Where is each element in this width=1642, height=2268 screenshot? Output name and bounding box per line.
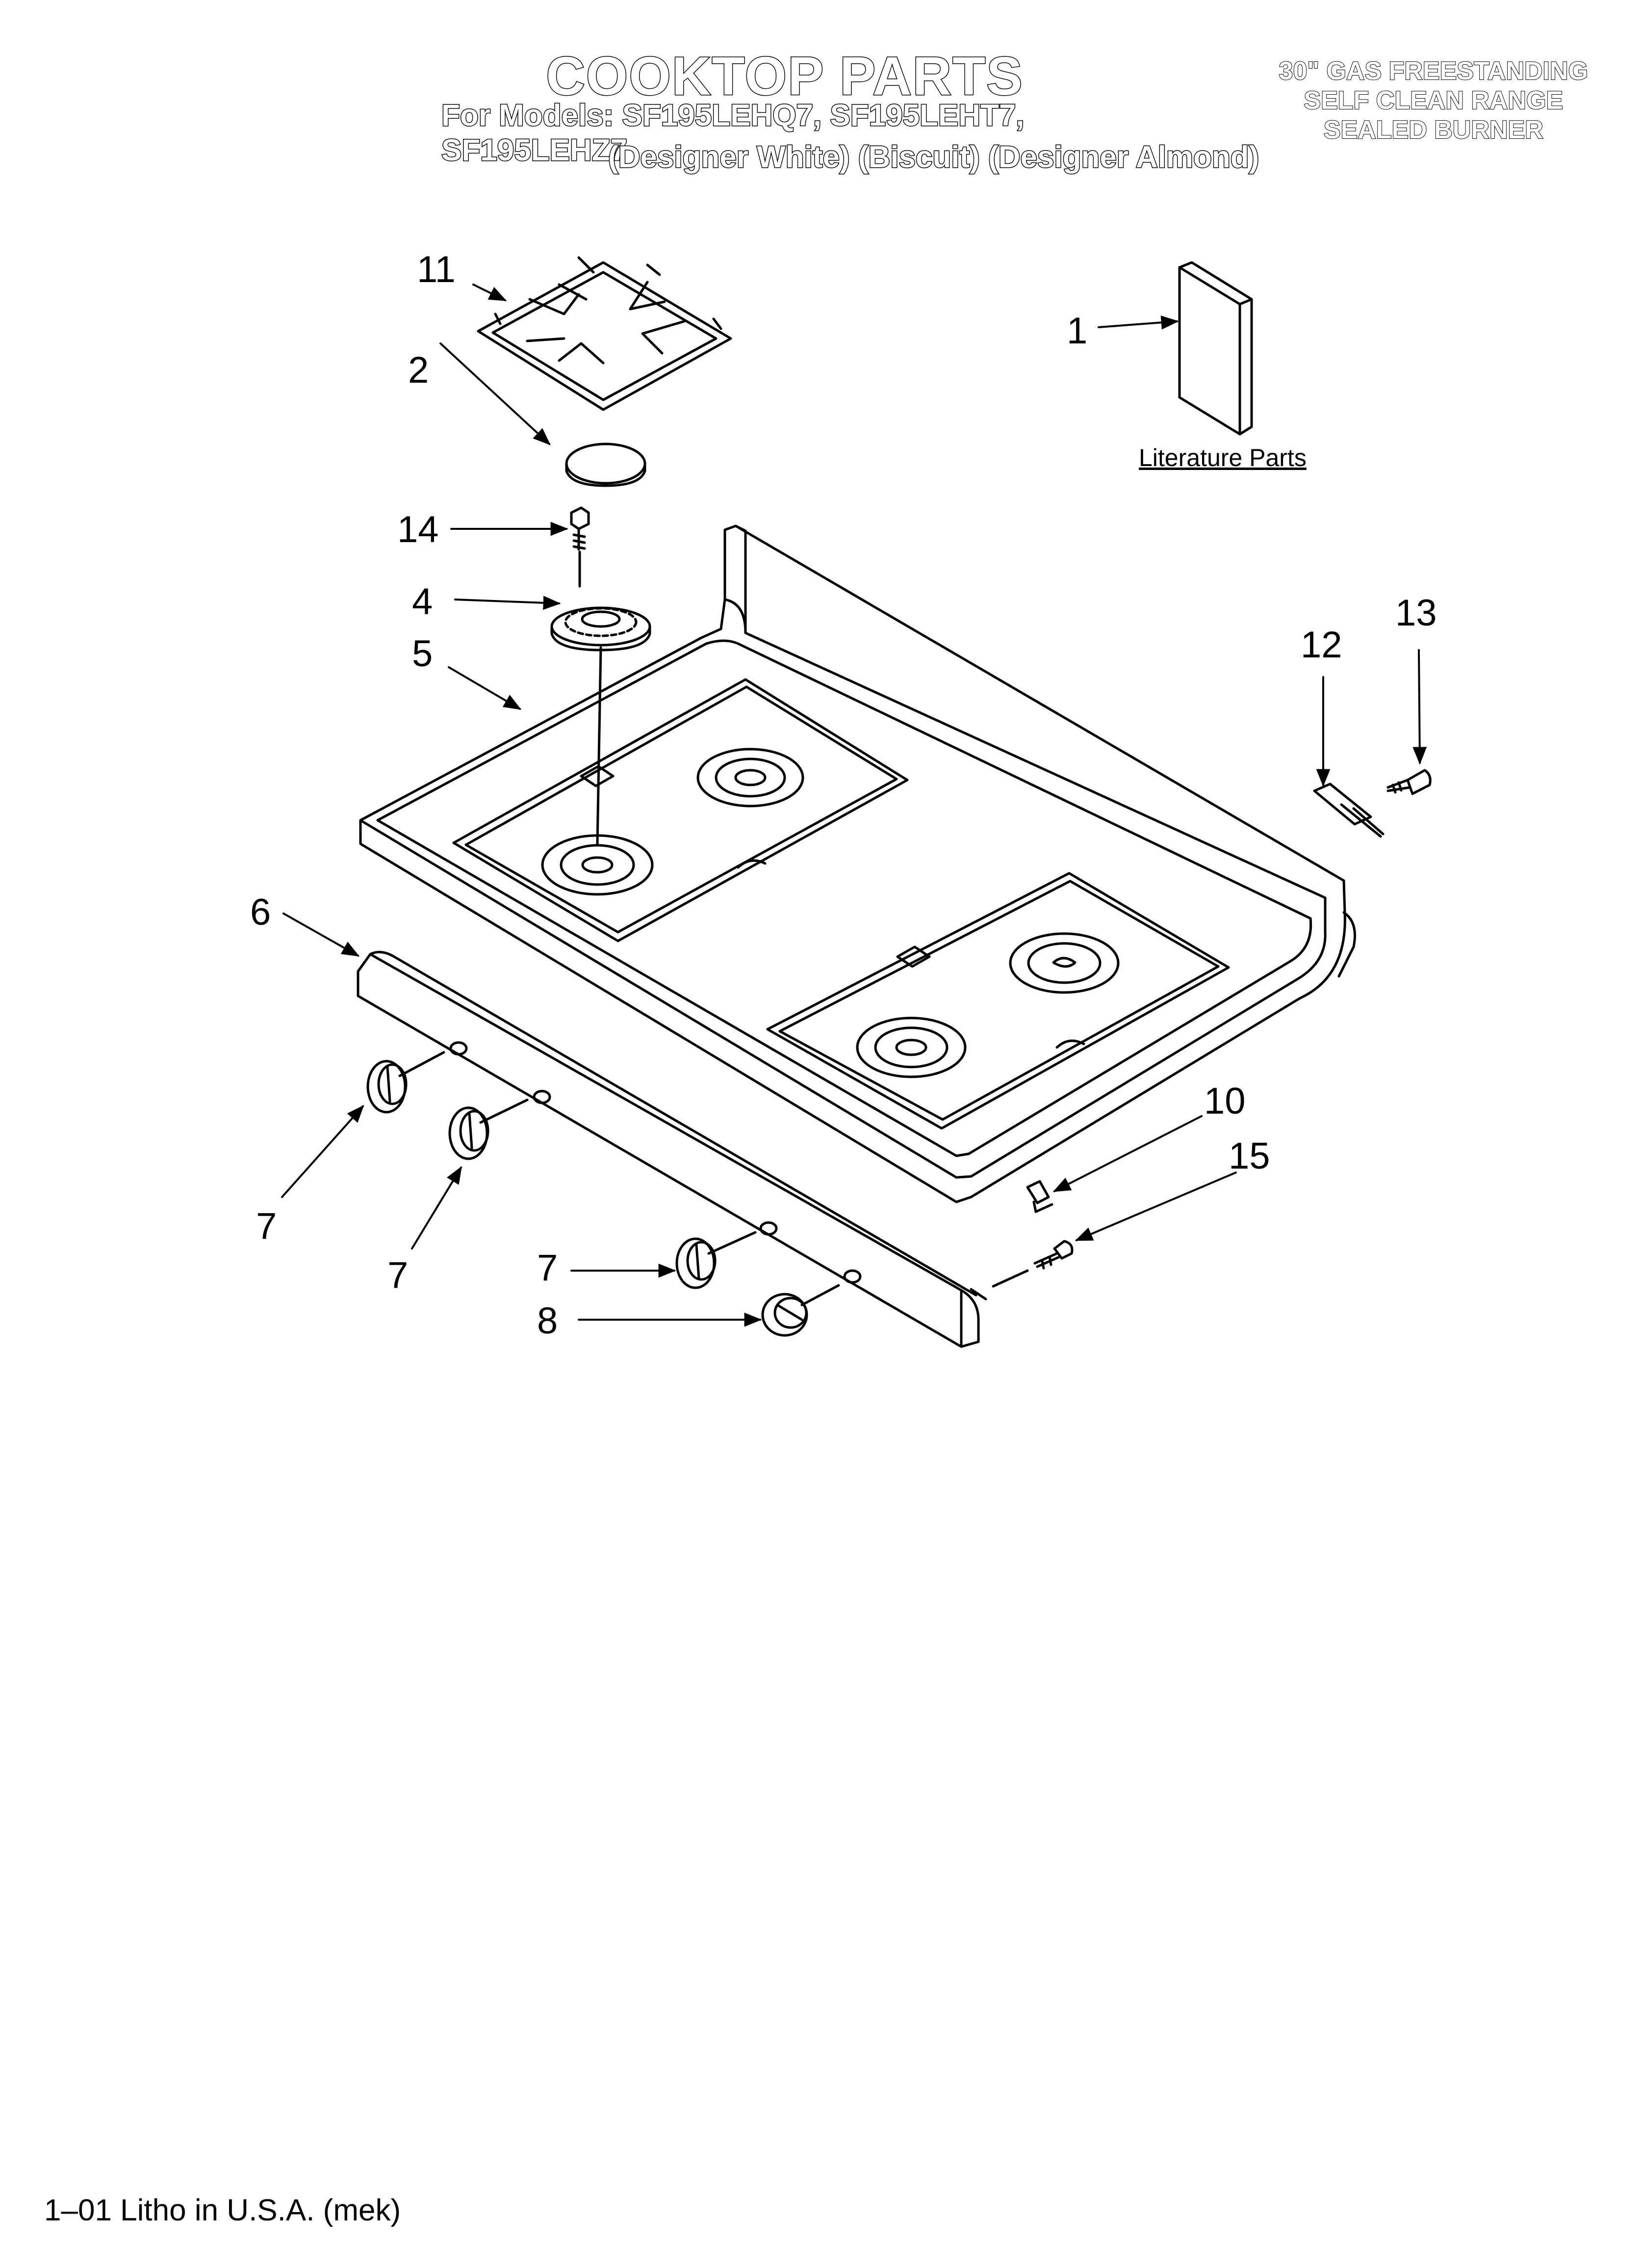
- cooktop-panel: [359, 524, 1356, 1203]
- burner-grate: [477, 256, 732, 411]
- callout-6: 6: [250, 891, 271, 933]
- callout-11: 11: [417, 249, 456, 290]
- callout-15: 15: [1229, 1135, 1270, 1177]
- callout-2: 2: [408, 349, 429, 391]
- bracket-12: [1313, 782, 1385, 838]
- callout-10: 10: [1204, 1080, 1246, 1122]
- callout-14: 14: [397, 509, 439, 550]
- page-title: COOKTOP PARTS: [545, 46, 1024, 107]
- literature-booklet: [1178, 261, 1253, 436]
- callout-13: 13: [1395, 592, 1437, 634]
- knob-7a: [366, 1051, 445, 1114]
- range-line-1: 30" GAS FREESTANDING: [1279, 56, 1589, 86]
- screw-14: [570, 506, 590, 588]
- literature-parts-label: Literature Parts: [1139, 444, 1307, 471]
- range-line-3: SEALED BURNER: [1323, 115, 1544, 145]
- callout-7c: 7: [537, 1247, 558, 1289]
- callout-7a: 7: [256, 1205, 277, 1247]
- knob-8: [761, 1284, 840, 1337]
- models-line: For Models: SF195LEHQ7, SF195LEHT7, SF19…: [441, 98, 1026, 168]
- range-line-2: SELF CLEAN RANGE: [1303, 86, 1564, 115]
- callout-4: 4: [412, 581, 433, 623]
- screw-13: [1386, 769, 1432, 795]
- colors-line: (Designer White) (Biscuit) (Designer Alm…: [608, 140, 1260, 175]
- callout-7b: 7: [387, 1254, 408, 1296]
- burner-base: [550, 606, 651, 845]
- footer-print-code: 1–01 Litho in U.S.A. (mek): [44, 2193, 401, 2227]
- clip-10: [1026, 1180, 1053, 1213]
- callout-8: 8: [537, 1300, 558, 1342]
- callout-1: 1: [1067, 310, 1087, 352]
- control-panel: [357, 951, 987, 1348]
- burner-cap: [565, 443, 646, 487]
- callout-12: 12: [1301, 624, 1342, 666]
- callout-5: 5: [412, 633, 433, 675]
- range-description: 30" GAS FREESTANDING SELF CLEAN RANGE SE…: [1279, 56, 1589, 145]
- screw-15: [992, 1240, 1074, 1288]
- knob-7c: [675, 1231, 757, 1289]
- knob-7b: [448, 1098, 529, 1160]
